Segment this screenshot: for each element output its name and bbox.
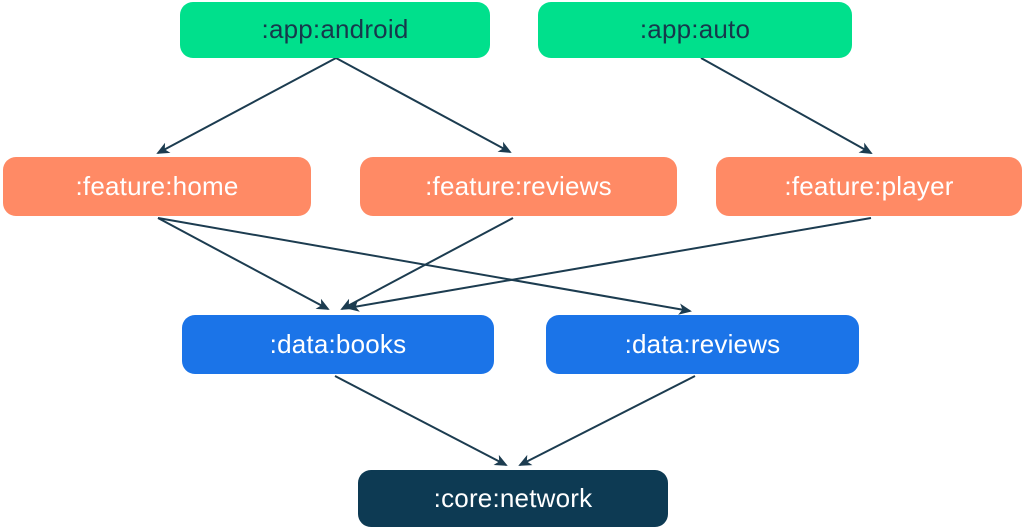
edge-app-auto-to-feature-player [700, 57, 873, 154]
edge-data-reviews-to-core-network [518, 375, 696, 466]
edge-feature-home-to-data-reviews [157, 217, 692, 315]
edge-feature-player-to-data-books [346, 217, 872, 312]
edge-feature-home-to-data-books [157, 217, 330, 310]
node-label-feature-home: :feature:home [75, 170, 239, 201]
node-data-books: :data:books [182, 315, 494, 374]
node-label-app-auto: :app:auto [639, 14, 751, 44]
node-feature-home: :feature:home [3, 157, 311, 216]
edge-app-android-to-feature-home [156, 57, 337, 154]
node-label-data-reviews: :data:reviews [624, 328, 781, 359]
node-feature-reviews: :feature:reviews [360, 157, 677, 216]
node-label-core-network: :core:network [433, 482, 593, 513]
edge-data-books-to-core-network [334, 375, 508, 466]
node-data-reviews: :data:reviews [546, 315, 859, 374]
edge-app-android-to-feature-reviews [335, 57, 512, 153]
dependency-arrows [156, 57, 873, 466]
edge-feature-reviews-to-data-books [340, 217, 514, 310]
node-feature-player: :feature:player [716, 157, 1022, 216]
node-app-android: :app:android [180, 2, 490, 58]
node-label-app-android: :app:android [261, 14, 409, 44]
node-label-feature-reviews: :feature:reviews [425, 170, 612, 201]
node-label-feature-player: :feature:player [784, 170, 954, 201]
node-label-data-books: :data:books [269, 328, 407, 359]
node-core-network: :core:network [358, 470, 668, 527]
node-app-auto: :app:auto [538, 2, 852, 58]
